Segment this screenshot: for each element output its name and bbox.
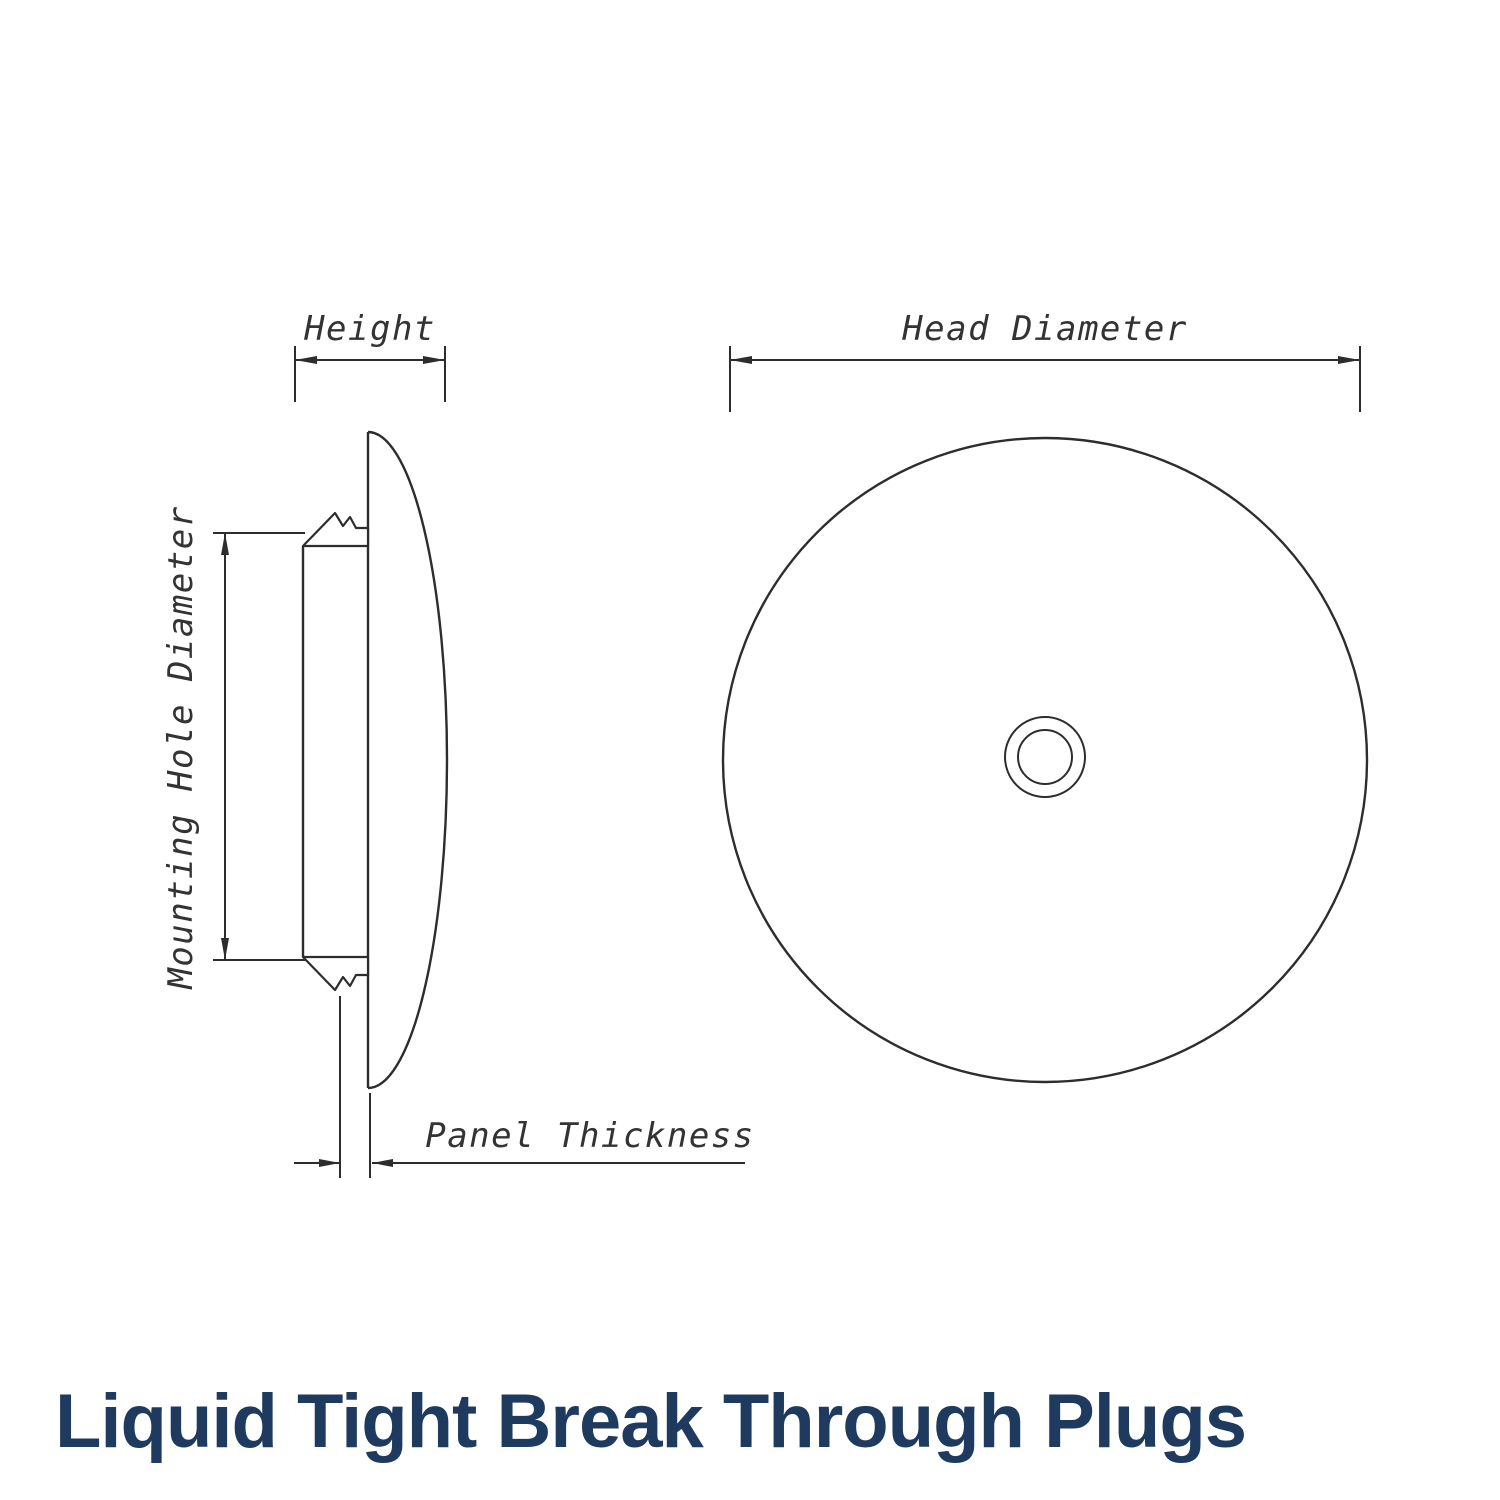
panel-thickness-dimension: Panel Thickness (294, 996, 755, 1178)
top-barb (301, 511, 370, 548)
center-hole-outer-circle (1004, 716, 1086, 798)
mounting-hole-diameter-label: Mounting Hole Diameter (161, 505, 201, 989)
arrow-right-icon (423, 356, 445, 364)
bottom-barb (301, 955, 370, 992)
arrow-up-icon (221, 533, 229, 555)
head-diameter-label: Head Diameter (901, 309, 1188, 349)
arrow-left-icon (372, 1159, 393, 1167)
arrow-left-icon (730, 356, 752, 364)
height-dimension: Height (294, 309, 446, 402)
plug-side-profile (301, 430, 449, 1090)
mounting-hole-diameter-dimension: Mounting Hole Diameter (161, 505, 305, 990)
arrow-right-icon (319, 1159, 340, 1167)
arrow-left-icon (295, 356, 317, 364)
arrow-right-icon (1338, 356, 1360, 364)
front-view: Head Diameter (721, 309, 1369, 1084)
arrow-down-icon (221, 938, 229, 960)
plug-head-circle (721, 436, 1369, 1084)
page-title: Liquid Tight Break Through Plugs (55, 1379, 1247, 1464)
side-view: Height Mounting Hole D (161, 309, 755, 1178)
plug-dome-curve (367, 430, 449, 1090)
panel-thickness-label: Panel Thickness (425, 1116, 755, 1156)
center-hole-inner-circle (1017, 729, 1073, 785)
height-label: Height (303, 309, 436, 349)
head-diameter-dimension: Head Diameter (729, 309, 1361, 412)
